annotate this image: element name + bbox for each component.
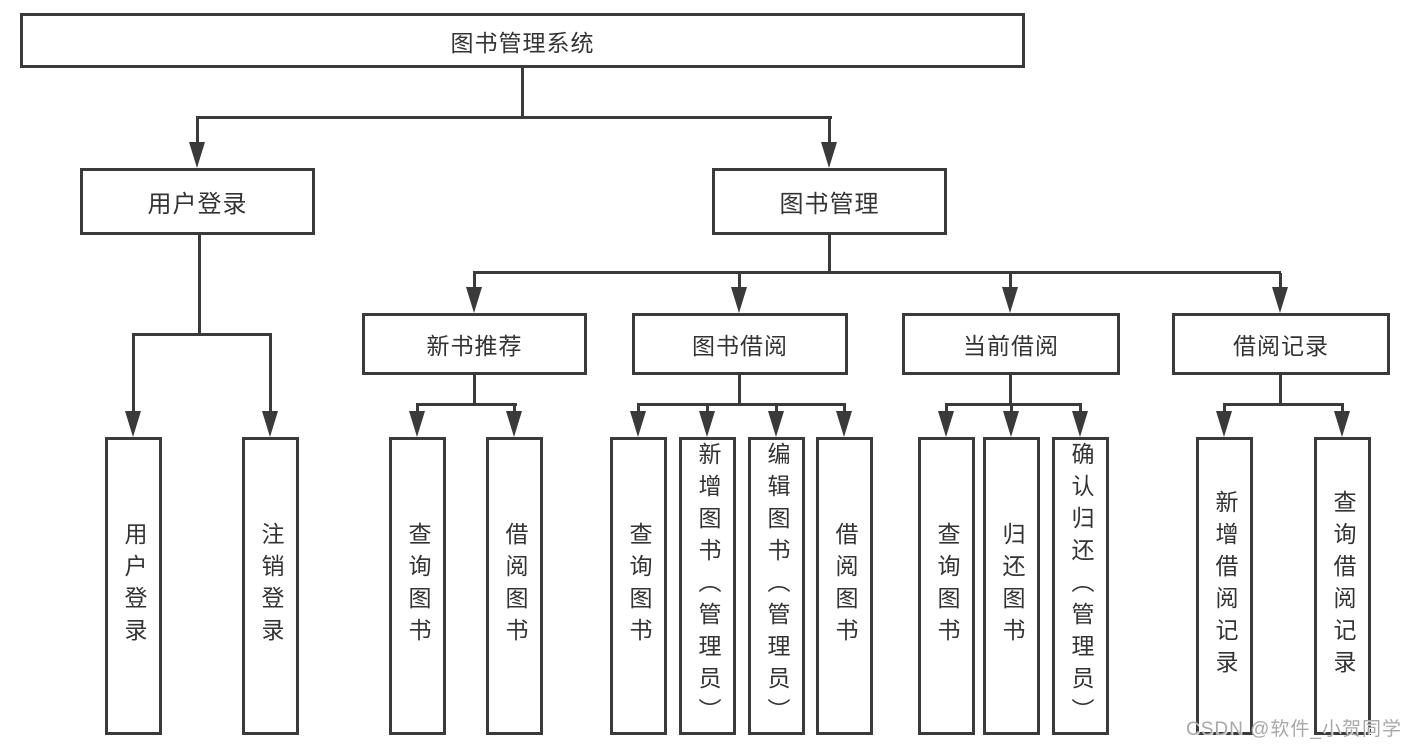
connector-line [513, 405, 516, 415]
connector-line [1223, 403, 1344, 406]
leaf-cb-query-books: 查询图书 [918, 437, 975, 735]
connector-line [1009, 375, 1012, 406]
connector-line [843, 405, 846, 415]
connector-line [828, 235, 831, 274]
connector-line [738, 375, 741, 406]
leaf-user-login: 用户登录 [105, 437, 162, 735]
connector-line [775, 405, 778, 415]
leaf-cb-return-books: 归还图书 [983, 437, 1040, 735]
arrowhead-down [1003, 411, 1019, 437]
arrowhead-down [1002, 287, 1018, 313]
csdn-watermark: CSDN @软件_小贺同学 [1186, 719, 1402, 740]
leaf-nbr-borrow-books: 借阅图书 [486, 437, 543, 735]
connector-line [521, 68, 524, 118]
node-root: 图书管理系统 [20, 13, 1025, 68]
arrowhead-down [699, 411, 715, 437]
node-user-login-label: 用户登录 [147, 191, 248, 218]
node-new-book-recommend: 新书推荐 [362, 313, 587, 375]
leaf-br-add-record-label: 新增借阅记录 [1212, 490, 1238, 682]
leaf-nbr-borrow-books-label: 借阅图书 [502, 522, 528, 650]
leaf-bb-borrow-books-label: 借阅图书 [832, 522, 858, 650]
arrowhead-down [630, 411, 646, 437]
connector-line [706, 405, 709, 415]
leaf-br-query-record: 查询借阅记录 [1314, 437, 1371, 735]
node-current-borrowing: 当前借阅 [902, 313, 1120, 375]
connector-line [1079, 405, 1082, 415]
connector-line [1279, 273, 1282, 291]
leaf-cb-return-books-label: 归还图书 [999, 522, 1025, 650]
leaf-cb-confirm-return-admin-label: 确认归还（管理员） [1068, 442, 1094, 730]
node-book-management-label: 图书管理 [779, 191, 880, 218]
leaf-bb-query-books: 查询图书 [610, 437, 667, 735]
connector-line [945, 405, 948, 415]
leaf-bb-edit-books-admin-label: 编辑图书（管理员） [764, 442, 790, 730]
arrowhead-down [466, 287, 482, 313]
leaf-nbr-query-books-label: 查询图书 [405, 522, 431, 650]
leaf-cb-query-books-label: 查询图书 [934, 522, 960, 650]
node-borrowing-records: 借阅记录 [1172, 313, 1390, 375]
arrowhead-down [262, 411, 278, 437]
connector-line [196, 116, 832, 119]
connector-line [637, 403, 846, 406]
leaf-user-login-label: 用户登录 [121, 522, 147, 650]
connector-line [738, 273, 741, 291]
leaf-nbr-query-books: 查询图书 [389, 437, 446, 735]
leaf-br-query-record-label: 查询借阅记录 [1330, 490, 1356, 682]
leaf-logout-label: 注销登录 [258, 522, 284, 650]
connector-line [637, 405, 640, 415]
arrowhead-down [1272, 287, 1288, 313]
connector-line [1009, 273, 1012, 291]
arrowhead-down [125, 411, 141, 437]
connector-line [473, 271, 1281, 274]
connector-line [1341, 405, 1344, 415]
node-book-borrowing: 图书借阅 [632, 313, 848, 375]
node-root-label: 图书管理系统 [450, 29, 595, 56]
leaf-logout: 注销登录 [242, 437, 299, 735]
connector-line [269, 335, 272, 415]
arrowhead-down [1072, 411, 1088, 437]
node-book-borrowing-label: 图书借阅 [692, 333, 788, 359]
node-borrowing-records-label: 借阅记录 [1233, 333, 1329, 359]
leaf-bb-add-books-admin: 新增图书（管理员） [679, 437, 736, 735]
arrowhead-down [506, 411, 522, 437]
leaf-br-add-record: 新增借阅记录 [1196, 437, 1253, 735]
node-current-borrowing-label: 当前借阅 [963, 333, 1059, 359]
leaf-bb-edit-books-admin: 编辑图书（管理员） [748, 437, 805, 735]
node-book-management: 图书管理 [712, 168, 947, 235]
arrowhead-down [189, 142, 205, 168]
connector-line [1223, 405, 1226, 415]
connector-line [1279, 375, 1282, 406]
connector-line [828, 118, 831, 145]
connector-line [473, 273, 476, 291]
connector-line [132, 333, 272, 336]
arrowhead-down [1216, 411, 1232, 437]
arrowhead-down [938, 411, 954, 437]
connector-line [196, 118, 199, 145]
arrowhead-down [768, 411, 784, 437]
connector-line [945, 403, 1082, 406]
arrowhead-down [1334, 411, 1350, 437]
arrowhead-down [409, 411, 425, 437]
arrowhead-down [731, 287, 747, 313]
node-user-login: 用户登录 [80, 168, 315, 235]
connector-line [473, 375, 476, 406]
connector-line [132, 335, 135, 415]
arrowhead-down [836, 411, 852, 437]
node-new-book-recommend-label: 新书推荐 [426, 333, 523, 359]
connector-line [1010, 405, 1013, 415]
leaf-bb-add-books-admin-label: 新增图书（管理员） [695, 442, 721, 730]
connector-line [198, 235, 201, 336]
connector-line [416, 403, 517, 406]
leaf-bb-query-books-label: 查询图书 [626, 522, 652, 650]
arrowhead-down [821, 142, 837, 168]
connector-line [416, 405, 419, 415]
leaf-bb-borrow-books: 借阅图书 [816, 437, 873, 735]
leaf-cb-confirm-return-admin: 确认归还（管理员） [1052, 437, 1109, 735]
